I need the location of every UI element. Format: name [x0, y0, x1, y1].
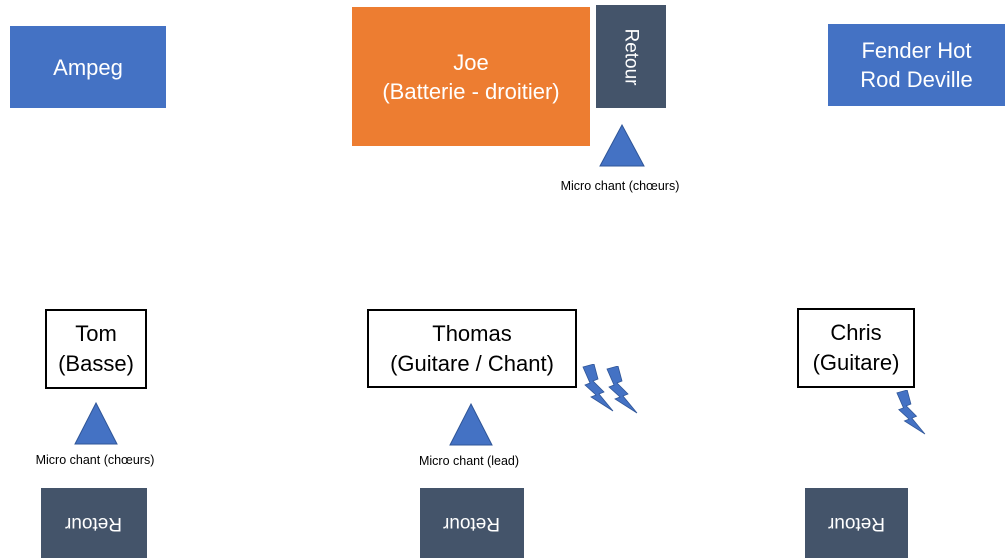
musician-thomas-name: Thomas	[432, 320, 512, 346]
drummer-box: Joe (Batterie - droitier)	[352, 7, 590, 146]
musician-tom-role: (Basse)	[58, 351, 134, 376]
drummer-role: (Batterie - droitier)	[382, 78, 560, 104]
musician-thomas: Thomas (Guitare / Chant)	[367, 309, 577, 388]
monitor-chris-label: Retour	[827, 513, 886, 534]
mic-drum-caption: Micro chant (chœurs)	[560, 179, 680, 193]
lightning-bolt-icon	[582, 364, 614, 412]
mic-thomas-icon	[449, 403, 493, 446]
monitor-tom: Retour	[41, 488, 147, 558]
monitor-thomas-label: Retour	[443, 513, 501, 534]
mic-drum-icon	[599, 124, 645, 167]
musician-chris-name: Chris	[830, 320, 882, 345]
musician-chris: Chris (Guitare)	[797, 308, 915, 388]
lightning-bolt-icon	[606, 366, 638, 414]
musician-chris-role: (Guitare)	[812, 350, 900, 375]
amp-fender: Fender Hot Rod Deville	[828, 24, 1005, 106]
amp-fender-label-line1: Fender Hot	[861, 38, 972, 63]
mic-tom-caption: Micro chant (chœurs)	[35, 453, 155, 467]
musician-thomas-role: (Guitare / Chant)	[390, 350, 554, 376]
monitor-tom-label: Retour	[65, 513, 123, 534]
mic-tom-icon	[74, 402, 118, 445]
amp-fender-label-line2: Rod Deville	[860, 67, 973, 92]
lightning-bolt-icon	[896, 390, 926, 435]
monitor-chris: Retour	[805, 488, 908, 558]
amp-ampeg-label: Ampeg	[53, 54, 123, 80]
musician-tom-name: Tom	[75, 321, 117, 346]
drummer-name: Joe	[453, 49, 489, 75]
monitor-drum-label: Retour	[621, 27, 642, 86]
mic-thomas-caption: Micro chant (lead)	[418, 454, 520, 468]
monitor-drum: Retour	[596, 5, 666, 108]
musician-tom: Tom (Basse)	[45, 309, 147, 389]
amp-ampeg: Ampeg	[10, 26, 166, 108]
monitor-thomas: Retour	[420, 488, 524, 558]
